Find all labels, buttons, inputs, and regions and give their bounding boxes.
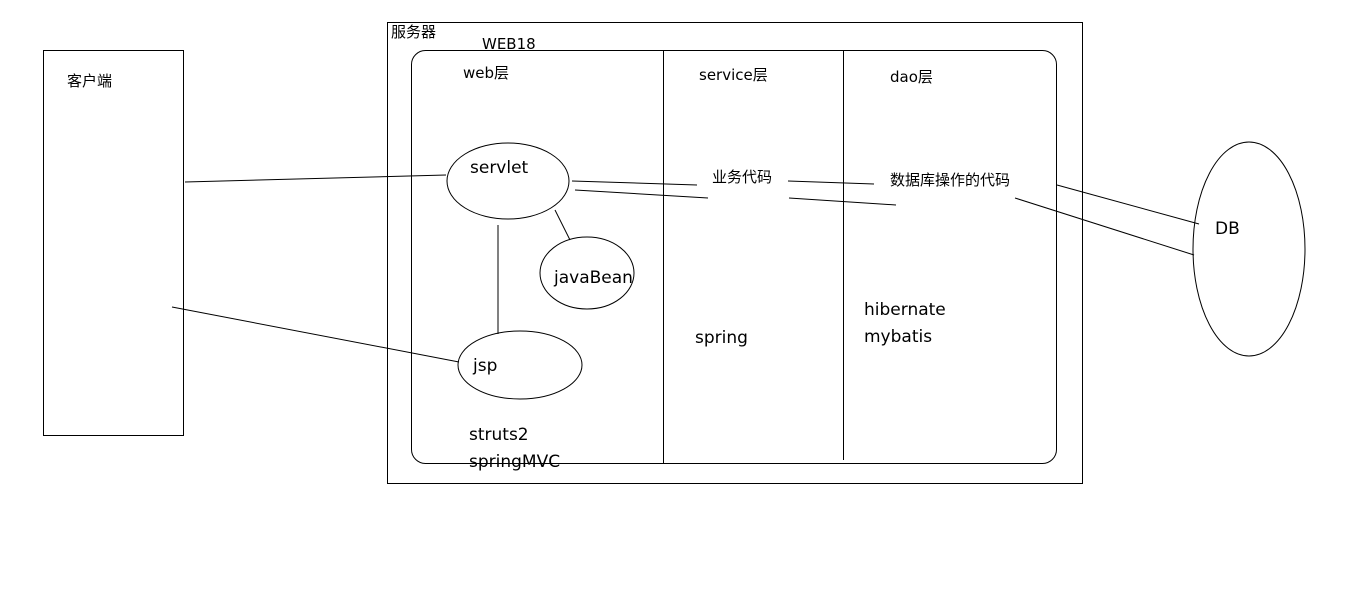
service-framework-spring: spring xyxy=(695,328,748,348)
web-layer-title: web层 xyxy=(463,64,510,82)
javabean-node xyxy=(539,236,635,310)
service-dao-connector-top xyxy=(787,180,875,185)
dao-framework-hibernate: hibernate xyxy=(864,300,946,320)
dao-framework-mybatis: mybatis xyxy=(864,327,933,347)
server-label: 服务器 xyxy=(391,23,437,41)
jsp-node xyxy=(457,330,583,400)
servlet-service-connector-bottom xyxy=(574,189,709,199)
dao-layer-title: dao层 xyxy=(890,68,933,86)
javabean-label: javaBean xyxy=(554,268,633,288)
servlet-javabean-connector xyxy=(554,209,571,241)
dao-db-connector-top xyxy=(1056,184,1200,225)
servlet-service-connector-top xyxy=(571,180,698,186)
app-name-label: WEB18 xyxy=(482,35,536,53)
jsp-label: jsp xyxy=(473,356,498,376)
client-servlet-connector xyxy=(184,174,447,183)
client-box xyxy=(43,50,184,436)
web-framework-struts2: struts2 xyxy=(469,425,529,445)
db-node xyxy=(1192,141,1306,357)
servlet-label: servlet xyxy=(470,158,529,178)
client-jsp-connector xyxy=(171,306,460,363)
servlet-node xyxy=(446,142,570,220)
service-code-label: 业务代码 xyxy=(710,168,775,186)
dao-db-connector-bottom xyxy=(1014,197,1195,256)
client-label: 客户端 xyxy=(67,72,113,90)
dao-code-label: 数据库操作的代码 xyxy=(888,171,1013,189)
db-label: DB xyxy=(1215,219,1240,239)
application-box xyxy=(411,50,1057,464)
service-dao-connector-bottom xyxy=(788,197,897,206)
service-layer-title: service层 xyxy=(699,66,768,84)
server-box xyxy=(387,22,1083,484)
web-framework-springmvc: springMVC xyxy=(469,452,561,472)
